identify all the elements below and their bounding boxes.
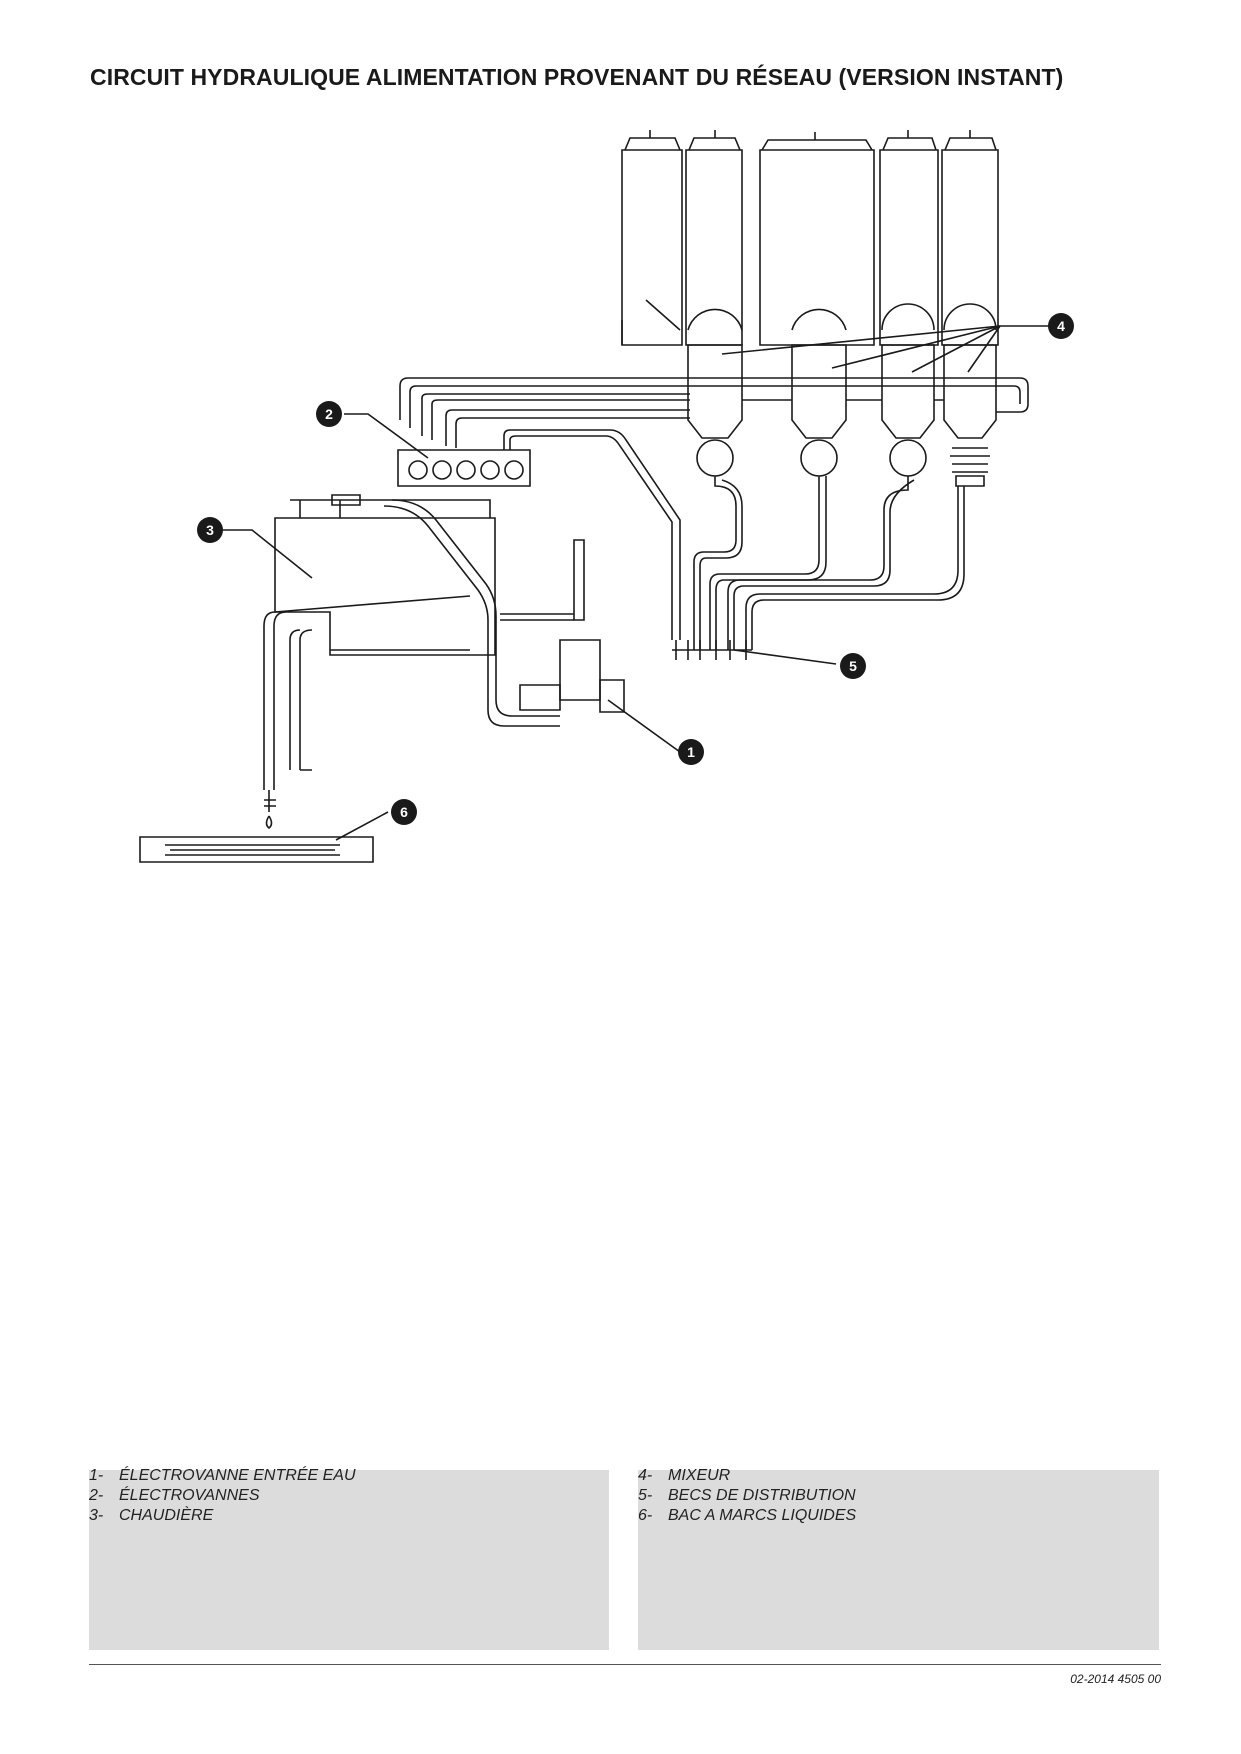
callouts: 1 2 3 4 5 6: [197, 313, 1074, 825]
legend-item: 1-ÉLECTROVANNE ENTRÉE EAU: [89, 1467, 356, 1484]
legend-item: 5-BECS DE DISTRIBUTION: [638, 1487, 856, 1504]
svg-text:5: 5: [849, 658, 857, 674]
svg-text:2: 2: [325, 406, 333, 422]
svg-text:3: 3: [206, 522, 214, 538]
callout-3: 3: [197, 517, 223, 543]
footer-rule: [89, 1664, 1161, 1665]
canister-group: [621, 130, 999, 346]
legend-item: 2-ÉLECTROVANNES: [89, 1487, 260, 1504]
solenoid-valves: [397, 449, 531, 487]
nozzle-group: [672, 640, 752, 660]
legend-panel-left: 1-ÉLECTROVANNE ENTRÉE EAU 2-ÉLECTROVANNE…: [89, 1467, 609, 1650]
callout-1: 1: [678, 739, 704, 765]
svg-text:4: 4: [1057, 318, 1065, 334]
document-reference: 02-2014 4505 00: [1070, 1672, 1161, 1686]
callout-6: 6: [391, 799, 417, 825]
legend-panel-right: 4-MIXEUR 5-BECS DE DISTRIBUTION 6-BAC A …: [638, 1467, 1159, 1650]
inlet-valve: [500, 539, 625, 713]
callout-5: 5: [840, 653, 866, 679]
canister-1: [621, 149, 683, 346]
callout-2: 2: [316, 401, 342, 427]
legend-item: 3-CHAUDIÈRE: [89, 1507, 214, 1524]
legend-item: 6-BAC A MARCS LIQUIDES: [638, 1507, 857, 1524]
canister-3: [759, 149, 875, 346]
svg-text:1: 1: [687, 744, 695, 760]
canister-5: [941, 149, 999, 346]
drip-tray: [139, 836, 374, 863]
page-title: CIRCUIT HYDRAULIQUE ALIMENTATION PROVENA…: [90, 64, 1064, 90]
callout-4: 4: [1048, 313, 1074, 339]
legend-item: 4-MIXEUR: [638, 1467, 731, 1484]
svg-text:6: 6: [400, 804, 408, 820]
canister-4: [879, 149, 939, 346]
